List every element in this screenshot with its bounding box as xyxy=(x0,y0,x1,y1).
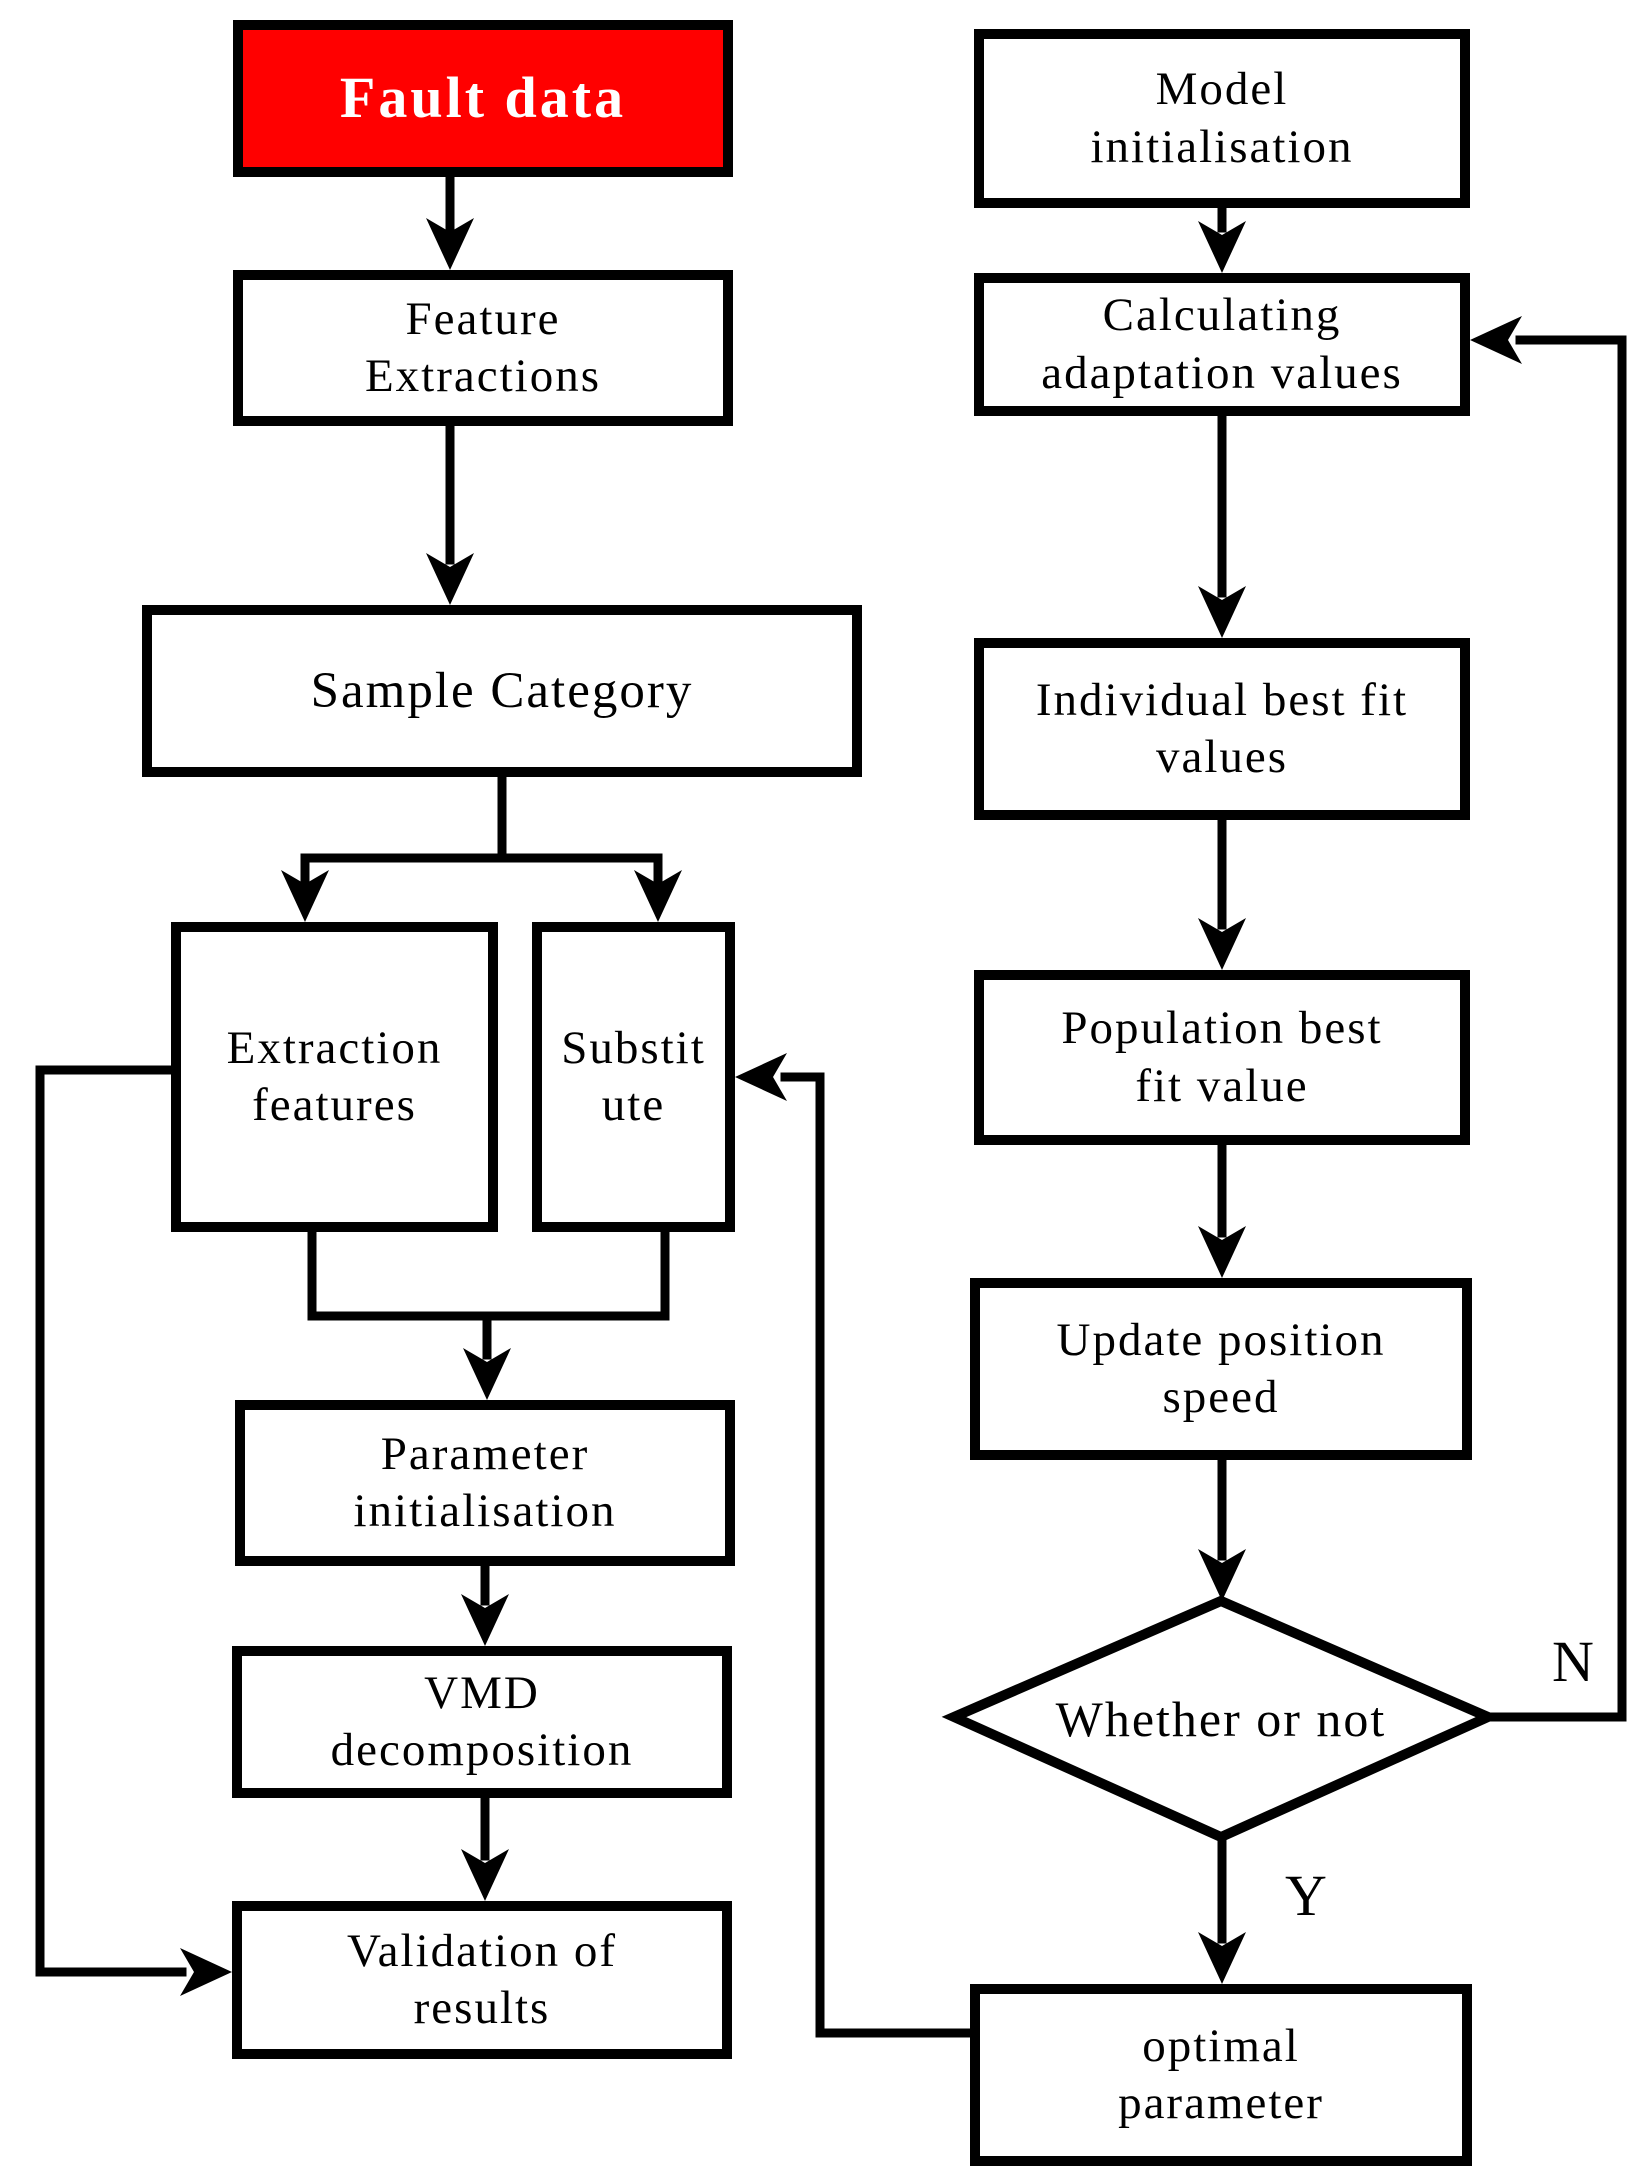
arrowhead-yes-to-optimal xyxy=(1198,1932,1246,1984)
arrowhead-no-loop xyxy=(1470,316,1522,364)
node-optimal-parameter-label: optimal parameter xyxy=(1118,2019,1324,2129)
node-fault-data-label: Fault data xyxy=(339,65,627,131)
edge-no-loop xyxy=(1483,335,1627,1722)
node-extraction-features: Extraction features xyxy=(171,922,498,1232)
node-validation-of-results: Validation of results xyxy=(232,1901,732,2059)
node-optimal-parameter: optimal parameter xyxy=(970,1984,1472,2166)
arrowhead-fault-to-feature xyxy=(426,218,474,270)
arrowhead-population-to-update xyxy=(1198,1226,1246,1278)
arrowhead-vmd-to-validation xyxy=(461,1849,509,1901)
node-parameter-initialisation-label: Parameter initialisation xyxy=(353,1427,617,1537)
node-vmd-decomposition-label: VMD decomposition xyxy=(330,1666,634,1776)
arrowhead-merge-to-parameter xyxy=(463,1348,511,1400)
node-update-position-speed: Update position speed xyxy=(970,1278,1472,1460)
node-population-best-fit-value: Population best fit value xyxy=(974,970,1470,1145)
node-individual-best-fit-values: Individual best fit values xyxy=(974,638,1470,820)
arrowhead-optimal-substitute-loop xyxy=(735,1053,787,1101)
node-substitute-label: Substit ute xyxy=(561,1021,706,1131)
node-model-initialisation: Model initialisation xyxy=(974,29,1470,208)
node-individual-best-fit-values-label: Individual best fit values xyxy=(1035,673,1409,783)
arrowhead-split-to-extraction xyxy=(281,870,329,922)
node-validation-of-results-label: Validation of results xyxy=(346,1924,618,2034)
node-parameter-initialisation: Parameter initialisation xyxy=(235,1400,735,1566)
node-extraction-features-label: Extraction features xyxy=(226,1021,443,1131)
arrowhead-split-to-substitute xyxy=(634,870,682,922)
node-fault-data: Fault data xyxy=(233,20,733,177)
node-whether-or-not-label: Whether or not xyxy=(1000,1687,1442,1751)
arrowhead-parameter-to-vmd xyxy=(461,1594,509,1646)
edge-optimal-substitute-loop xyxy=(780,1072,975,2038)
node-feature-extractions-label: Feature Extractions xyxy=(364,292,602,402)
node-model-initialisation-label: Model initialisation xyxy=(1090,63,1354,173)
node-sample-category: Sample Category xyxy=(142,605,862,777)
arrowhead-model-to-calculating xyxy=(1198,221,1246,273)
node-whether-or-not-text: Whether or not xyxy=(1055,1691,1387,1747)
edge-label-yes: Y xyxy=(1285,1863,1328,1928)
arrowhead-update-to-diamond xyxy=(1198,1549,1246,1601)
node-calculating-adaptation-values: Calculating adaptation values xyxy=(974,273,1470,416)
node-population-best-fit-value-label: Population best fit value xyxy=(1061,1002,1383,1112)
arrowhead-individual-to-population xyxy=(1198,918,1246,970)
node-substitute: Substit ute xyxy=(532,922,735,1232)
node-sample-category-label: Sample Category xyxy=(310,662,694,719)
node-feature-extractions: Feature Extractions xyxy=(233,270,733,426)
edge-label-no: N xyxy=(1552,1629,1595,1694)
edge-extraction-validation-loop xyxy=(35,1065,187,1977)
node-calculating-adaptation-values-label: Calculating adaptation values xyxy=(1041,289,1403,399)
arrowhead-calculating-to-individual xyxy=(1198,586,1246,638)
node-vmd-decomposition: VMD decomposition xyxy=(232,1646,732,1798)
arrowhead-feature-to-sample xyxy=(426,553,474,605)
arrowhead-extraction-validation-loop xyxy=(180,1948,232,1996)
node-update-position-speed-label: Update position speed xyxy=(1056,1313,1386,1423)
